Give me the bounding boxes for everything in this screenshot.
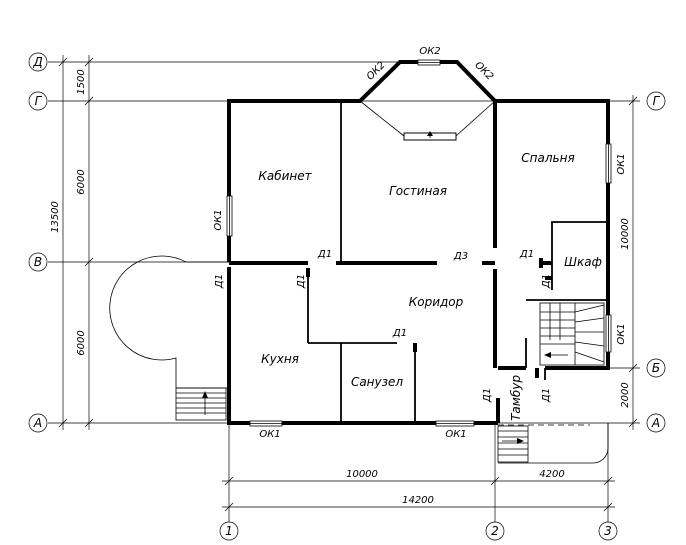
axis-marker-g-left: Г [28,91,48,111]
room-label-bedroom: Спальня [521,151,574,165]
dim-2000: 2000 [620,382,631,407]
fireplace-icon [403,131,457,141]
door-label-d1-bathroom: Д1 [392,328,407,339]
door-marks [306,243,552,408]
axis-marker-a-left: А [28,413,48,433]
terrace-outline [109,255,229,389]
axis-marker-b-right: Б [646,358,666,378]
room-label-wardrobe: Шкаф [564,255,602,269]
door-label-d3: Д3 [453,251,468,262]
entrance-stairs-left [175,387,227,421]
room-label-kitchen: Кухня [261,352,299,366]
door-label-d1-living: Д1 [317,249,332,260]
dim-4200: 4200 [539,469,564,480]
bay-diagonals [359,100,496,137]
window-label-ok1-kitchen: ОК1 [259,429,280,440]
door-label-d1-vestibule: Д1 [482,388,493,403]
door-label-d1-vestibule-inner: Д1 [541,388,552,403]
axis-marker-v: В [28,252,48,272]
room-label-cabinet: Кабинет [258,169,312,183]
staircase [539,302,605,366]
door-label-d1-terrace: Д1 [214,274,225,289]
svg-text:Б: Б [652,361,660,375]
room-label-vestibule: Тамбур [509,375,523,421]
axis-marker-3: 3 [598,521,618,541]
dim-10000-right: 10000 [620,218,631,250]
porch-right [498,423,609,464]
room-label-corridor: Коридор [409,295,464,309]
svg-text:А: А [651,416,660,430]
interior-walls [229,101,608,423]
axis-marker-g-right: Г [646,91,666,111]
entrance-stairs-right [497,425,529,463]
axis-marker-1: 1 [219,521,239,541]
dim-14200: 14200 [402,495,434,506]
svg-text:Г: Г [653,94,661,108]
svg-text:Д: Д [32,55,42,69]
svg-text:А: А [33,416,42,430]
window-bay-top [417,59,441,66]
dim-6000-upper: 6000 [76,169,87,194]
window-cabinet [226,195,233,237]
axis-marker-d: Д [28,52,48,72]
dimension-lines [58,55,638,512]
dim-10000-bottom: 10000 [346,469,378,480]
axis-lines [48,61,640,522]
window-label-ok1-corridor: ОК1 [445,429,466,440]
window-label-ok2-top: ОК2 [419,46,440,57]
window-bedroom [605,143,612,184]
window-label-ok1-cabinet: ОК1 [213,209,224,230]
axis-marker-a-right: А [646,413,666,433]
door-label-d1-wardrobe: Д1 [541,274,552,289]
axis-marker-2: 2 [485,521,505,541]
dim-1500: 1500 [76,69,87,94]
door-label-d1-kitchen: Д1 [296,274,307,289]
window-corridor [435,420,475,427]
room-label-bathroom: Санузел [351,375,403,389]
svg-text:В: В [34,255,42,269]
window-kitchen [249,420,283,427]
svg-text:1: 1 [225,524,233,538]
window-stairs [605,314,612,353]
svg-text:3: 3 [604,524,612,538]
svg-text:2: 2 [491,524,499,538]
room-label-living: Гостиная [389,184,447,198]
window-label-ok1-bedroom: ОК1 [616,153,627,174]
dim-total-height: 13500 [50,201,61,233]
window-label-ok1-stairs: ОК1 [616,323,627,344]
svg-text:Г: Г [35,94,43,108]
dim-6000-lower: 6000 [76,330,87,355]
door-label-d1-bedroom: Д1 [519,249,534,260]
